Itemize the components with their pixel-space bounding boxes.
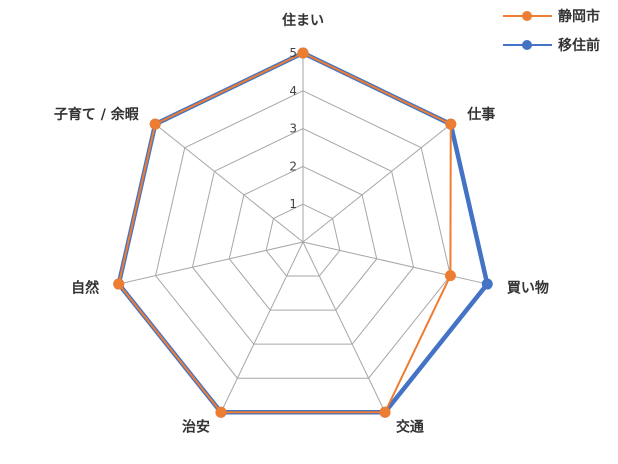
legend-label: 移住前 bbox=[558, 37, 600, 54]
axis-label: 仕事 bbox=[466, 106, 495, 123]
grid bbox=[118, 52, 488, 413]
legend-marker bbox=[522, 40, 532, 50]
tick-label: 1 bbox=[289, 197, 297, 211]
tick-label: 3 bbox=[289, 122, 297, 136]
grid-ring-4 bbox=[155, 90, 451, 379]
grid-ring-3 bbox=[191, 128, 415, 345]
grid-ring-1 bbox=[265, 203, 341, 277]
axis-label: 交通 bbox=[396, 419, 424, 436]
axis-label: 買い物 bbox=[507, 280, 549, 297]
tick-label: 4 bbox=[289, 84, 297, 98]
series-line bbox=[117, 52, 452, 414]
data-point bbox=[445, 118, 457, 130]
data-point bbox=[481, 278, 493, 290]
series-0 bbox=[113, 47, 457, 418]
data-point bbox=[149, 118, 161, 130]
axis-line bbox=[302, 241, 488, 285]
axis-line bbox=[302, 123, 452, 243]
legend-item-0: 静岡市 bbox=[503, 8, 600, 25]
legend-item-1: 移住前 bbox=[503, 37, 600, 54]
axis-line bbox=[118, 241, 304, 285]
tick-label: 5 bbox=[289, 46, 297, 60]
data-point bbox=[297, 47, 309, 59]
axis-label: 子育て / 余暇 bbox=[54, 106, 139, 123]
axis-line bbox=[154, 123, 304, 243]
axis-label: 治安 bbox=[182, 419, 210, 436]
grid-ring-2 bbox=[228, 165, 378, 311]
axis-line bbox=[302, 241, 386, 413]
axis-label: 住まい bbox=[282, 12, 324, 29]
data-point bbox=[379, 406, 391, 418]
data-point bbox=[444, 270, 456, 282]
data-point bbox=[113, 278, 125, 290]
axis-line bbox=[220, 241, 304, 413]
legend-marker bbox=[522, 11, 532, 21]
tick-label: 2 bbox=[289, 159, 297, 173]
data-point bbox=[215, 406, 227, 418]
legend-label: 静岡市 bbox=[558, 8, 600, 25]
axis-label: 自然 bbox=[71, 280, 99, 297]
